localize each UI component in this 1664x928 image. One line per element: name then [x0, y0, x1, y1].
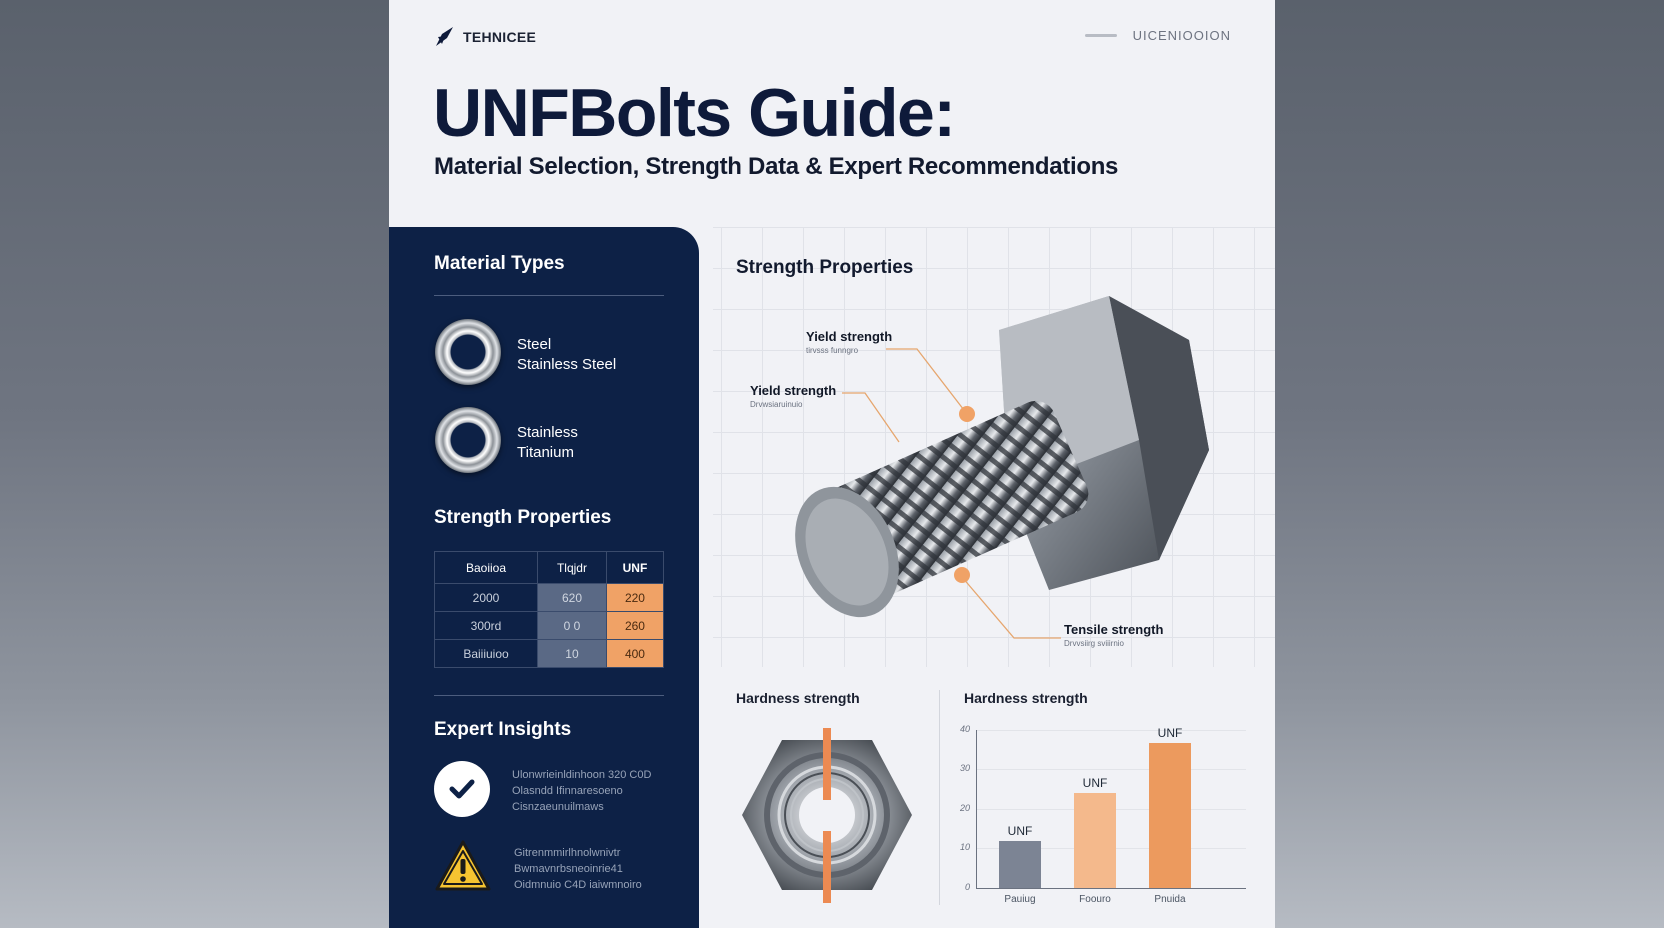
plane-logo-icon: [436, 27, 453, 46]
annotation-tensile-strength: Tensile strength Drvvsiirg sviiirnio: [1064, 622, 1163, 648]
column-header: Baoiioa: [433, 551, 539, 584]
strength-table: Baoiioa Tlqjdr UNF 2000 620 220 300rd 0 …: [433, 551, 665, 668]
page-title: UNFBolts Guide:: [433, 75, 956, 151]
check-circle-icon: [434, 761, 490, 817]
table-cell: 620: [537, 583, 607, 612]
menu-dash-icon[interactable]: [1084, 34, 1117, 37]
y-tick: 40: [959, 724, 970, 734]
table-header-row: Baoiioa Tlqjdr UNF: [433, 551, 665, 584]
hardness-heading-right: Hardness strength: [964, 690, 1088, 706]
table-row: Baiiiuioo 10 400: [433, 639, 665, 668]
brand[interactable]: TEHNICEE: [433, 24, 536, 50]
annotation-yield-strength: Yield strength tirvsss funngro: [806, 329, 892, 355]
bolt-illustration-icon: [795, 296, 1209, 618]
x-label: Pnuida: [1154, 894, 1186, 905]
hardness-heading-left: Hardness strength: [736, 690, 860, 706]
material-item: Steel Stainless Steel: [517, 335, 616, 375]
insight-item: Ulonwrieinldinhoon 320 C0D Olasndd Ifinn…: [434, 761, 652, 817]
material-item: Stainless Titanium: [517, 423, 578, 463]
annotation-yield-strength: Yield strength Drvwsiaruinuio: [750, 383, 836, 409]
material-types-heading: Material Types: [434, 253, 565, 274]
annotation-subtitle: Drvvsiirg sviiirnio: [1064, 639, 1125, 648]
y-axis: [976, 730, 977, 888]
table-cell: 300rd: [433, 611, 539, 640]
divider: [434, 295, 664, 296]
insight-text: Gitrenmmirlhnolwnivtr Bwmavnrbsneoinrie4…: [514, 847, 642, 891]
infographic-page: TEHNICEE UICENIOOION UNFBolts Guide: Mat…: [389, 0, 1275, 928]
sidebar-panel: Material Types Steel Stainless Steel Sta…: [389, 227, 699, 928]
bar-2: [1074, 793, 1116, 888]
table-cell: Baiiiuioo: [433, 639, 539, 668]
material-name: Titanium: [517, 444, 574, 461]
y-tick: 20: [959, 803, 970, 813]
bar-1: [999, 841, 1041, 888]
material-name: Stainless Steel: [517, 356, 617, 373]
table-cell: 260: [605, 611, 665, 640]
material-name: Stainless: [517, 424, 578, 441]
divider: [939, 690, 940, 905]
warning-triangle-icon: [435, 840, 491, 891]
divider: [434, 695, 664, 696]
y-tick: 0: [964, 882, 970, 892]
gridline: [976, 769, 1246, 770]
top-nav-label[interactable]: UICENIOOION: [1132, 28, 1231, 43]
strength-properties-main-heading: Strength Properties: [736, 257, 914, 278]
y-tick: 30: [959, 763, 970, 773]
table-row: 2000 620 220: [433, 583, 665, 612]
bar-label: UNF: [1157, 726, 1183, 740]
column-header: Tlqjdr: [537, 551, 607, 584]
expert-insights-heading: Expert Insights: [434, 719, 572, 740]
hardness-bar-chart: 40 30 20 10 0 UNF UNF UNF Pauiug Foouro …: [944, 720, 1274, 910]
x-label: Pauiug: [1004, 894, 1036, 905]
annotation-title: Yield strength: [750, 383, 837, 398]
bar-label: UNF: [1082, 776, 1108, 790]
y-tick: 10: [959, 842, 970, 852]
hex-nut-icon: [742, 728, 912, 903]
column-header: UNF: [605, 551, 665, 584]
x-axis: [976, 888, 1246, 889]
x-label: Foouro: [1079, 894, 1111, 905]
brand-name: TEHNICEE: [463, 29, 537, 45]
annotation-title: Tensile strength: [1064, 622, 1164, 637]
table-cell: 0 0: [537, 611, 607, 640]
material-name: Steel: [517, 336, 552, 353]
bar-3: [1149, 743, 1191, 888]
table-cell: 10: [537, 639, 607, 668]
gridline: [976, 730, 1246, 731]
annotation-title: Yield strength: [806, 329, 893, 344]
insight-item: Gitrenmmirlhnolwnivtr Bwmavnrbsneoinrie4…: [434, 839, 654, 893]
annotation-subtitle: Drvwsiaruinuio: [750, 400, 803, 409]
washer-icon: [435, 407, 501, 473]
annotation-subtitle: tirvsss funngro: [806, 346, 859, 355]
washer-icon: [435, 319, 501, 385]
table-cell: 400: [605, 639, 665, 668]
table-row: 300rd 0 0 260: [433, 611, 665, 640]
top-nav: UICENIOOION: [1084, 28, 1231, 43]
strength-properties-heading: Strength Properties: [434, 507, 612, 528]
page-subtitle: Material Selection, Strength Data & Expe…: [434, 153, 1119, 180]
table-cell: 2000: [433, 583, 539, 612]
table-cell: 220: [605, 583, 665, 612]
insight-text: Ulonwrieinldinhoon 320 C0D Olasndd Ifinn…: [512, 769, 652, 813]
bar-label: UNF: [1007, 824, 1033, 838]
